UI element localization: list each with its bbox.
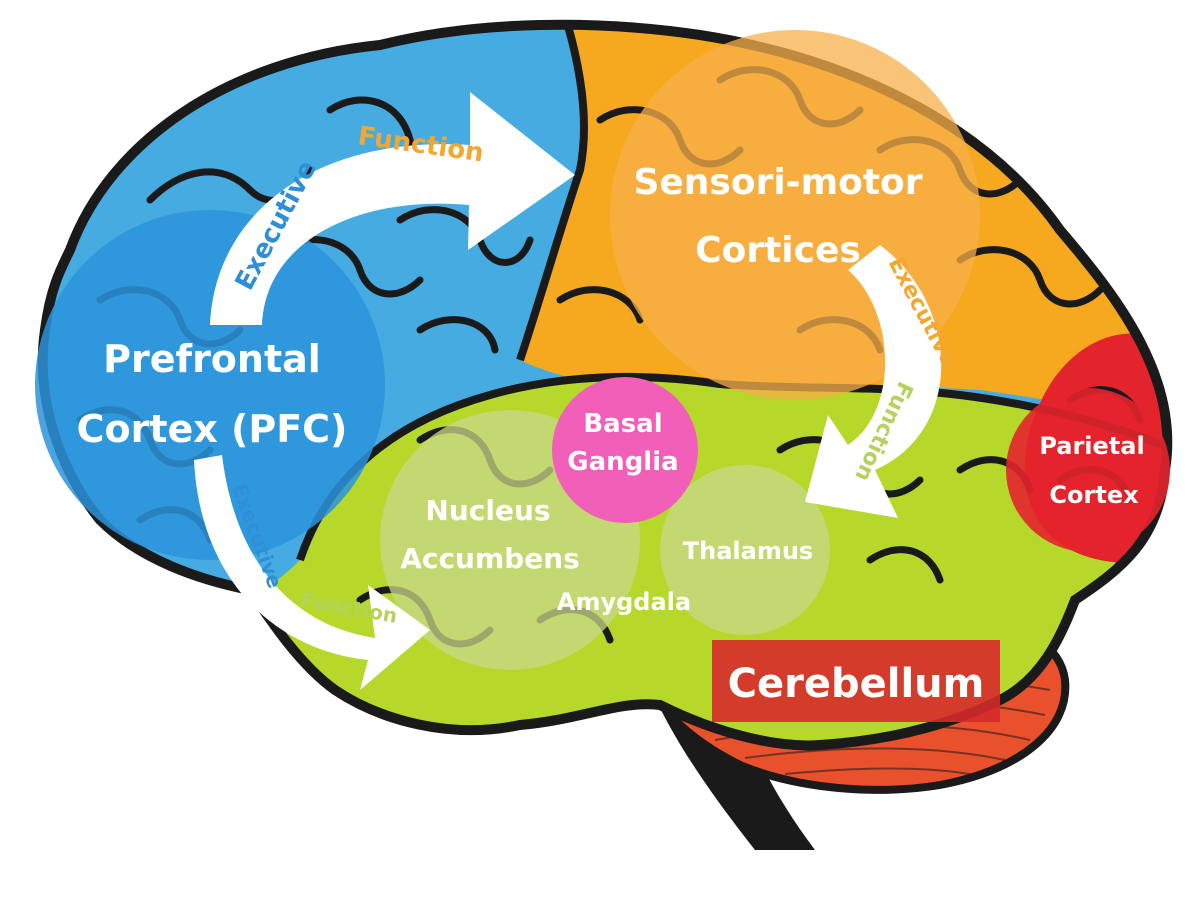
nucleus-accumbens-label-2: Accumbens <box>400 542 580 575</box>
parietal-circle <box>1006 388 1170 552</box>
thalamus-label: Thalamus <box>683 537 813 565</box>
sensorimotor-label-1: Sensori-motor <box>633 162 922 203</box>
parietal-label-1: Parietal <box>1039 432 1144 460</box>
pfc-circle <box>35 210 385 560</box>
cerebellum-label: Cerebellum <box>728 661 985 707</box>
amygdala-label: Amygdala <box>557 588 691 616</box>
parietal-label-2: Cortex <box>1049 481 1139 509</box>
pfc-label-2: Cortex (PFC) <box>77 407 348 451</box>
sensorimotor-label-2: Cortices <box>695 230 861 271</box>
thalamus-circle <box>660 465 830 635</box>
cerebellum-label-box <box>712 640 1000 722</box>
arrow-right <box>805 245 942 518</box>
arrow-bottom <box>194 455 430 690</box>
basal-ganglia-label-2: Ganglia <box>567 447 678 477</box>
basal-ganglia-label-1: Basal <box>583 409 662 439</box>
nucleus-accumbens-label-1: Nucleus <box>425 494 550 527</box>
pfc-label-1: Prefrontal <box>103 337 321 381</box>
basal-ganglia-circle <box>552 377 698 523</box>
arrow-top <box>210 92 575 325</box>
